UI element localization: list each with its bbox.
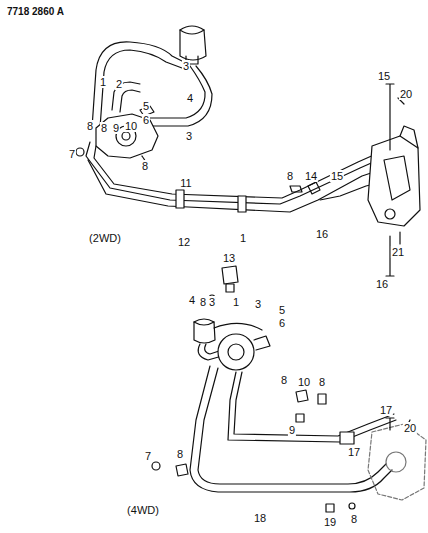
callout-number: 9 [288,424,296,436]
callout-number: 21 [391,246,405,258]
callout-number: 8 [286,170,294,182]
callout-number: 12 [177,236,191,248]
callout-number: 8 [350,513,358,525]
callout-number: 3 [254,298,262,310]
callout-number: 18 [253,512,267,524]
callout-number: 16 [375,278,389,290]
callout-number: 8 [280,374,288,386]
callout-number: 6 [278,317,286,329]
callout-number: 20 [403,422,417,434]
callout-number: 19 [323,516,337,528]
callout-number: 15 [377,70,391,82]
callout-number: 14 [304,170,318,182]
callout-number: 8 [318,376,326,388]
callout-number: 3 [185,130,193,142]
callout-number: 8 [100,122,108,134]
callout-number: 6 [142,114,150,126]
callout-number: 20 [399,88,413,100]
variant-note: (2WD) [88,232,122,244]
callout-number: 1 [99,76,107,88]
callout-number: 1 [232,296,240,308]
callout-number: 9 [112,122,120,134]
variant-note: (4WD) [126,504,160,516]
callout-number: 10 [297,376,311,388]
callout-number: 13 [222,252,236,264]
callout-number: 11 [179,177,192,189]
diagram-code: 7718 2860 A [6,6,65,18]
callout-number: 8 [141,160,149,172]
callout-number: 15 [330,170,344,182]
callout-number: 7 [68,148,76,160]
callout-number: 4 [188,294,196,306]
callout-number: 10 [124,120,138,132]
callout-number: 4 [186,92,194,104]
callout-number: 5 [142,100,150,112]
callout-number: 3 [208,296,216,308]
callout-number: 17 [347,446,361,458]
callout-number: 8 [199,296,207,308]
callout-number: 7 [144,450,152,462]
callout-number: 3 [182,60,190,72]
callout-number: 5 [278,304,286,316]
callout-number: 16 [315,228,329,240]
callout-number: 1 [239,232,247,244]
callout-number: 2 [115,78,123,90]
callout-number: 17 [379,404,393,416]
callout-number: 8 [86,120,94,132]
callout-number: 8 [176,448,184,460]
